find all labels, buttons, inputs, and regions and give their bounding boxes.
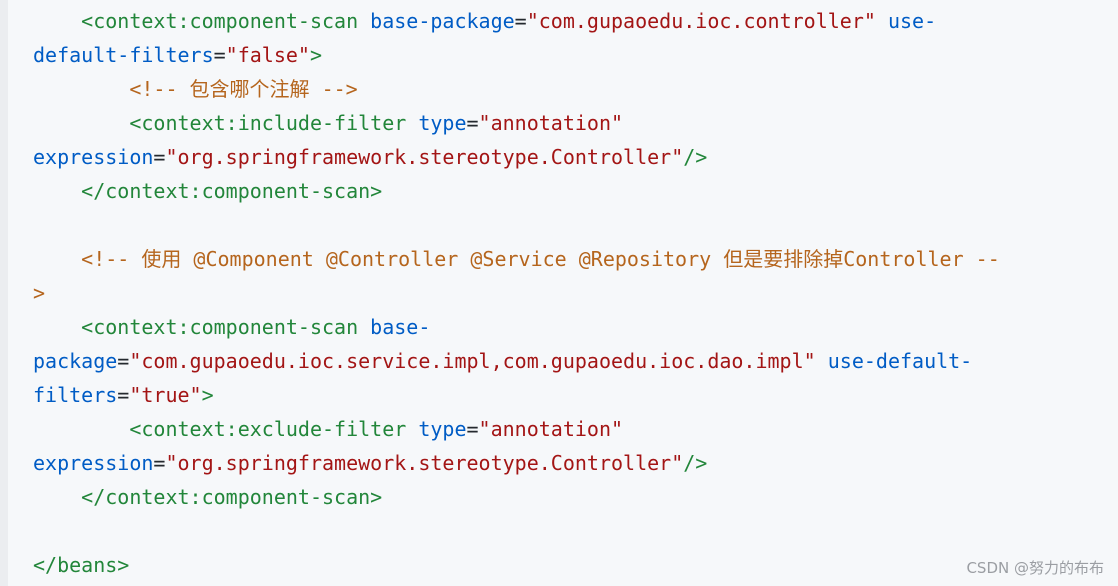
code-line: package="com.gupaoedu.ioc.service.impl,c… [33, 344, 1118, 378]
code-token [876, 9, 888, 33]
code-token [33, 315, 81, 339]
code-token [816, 349, 828, 373]
code-token: <context:component-scan [81, 9, 359, 33]
code-token: package [33, 349, 118, 373]
code-token: </context:component-scan> [81, 179, 383, 203]
code-token: type [418, 417, 467, 441]
code-token: default-filters [33, 43, 214, 67]
code-token: "annotation" [478, 417, 624, 441]
code-token [33, 111, 129, 135]
code-token: filters [33, 383, 118, 407]
code-token: <context:component-scan [81, 315, 359, 339]
code-token: <context:exclude-filter [129, 417, 407, 441]
code-token: use-default- [827, 349, 973, 373]
code-token: type [418, 111, 467, 135]
code-token: <!-- 使用 @Component @Controller @Service … [81, 247, 1000, 271]
code-line: </beans> [33, 548, 1118, 582]
code-token: = [213, 43, 226, 67]
code-line: <context:include-filter type="annotation… [33, 106, 1118, 140]
code-token: <!-- 包含哪个注解 --> [129, 77, 358, 101]
code-token: "com.gupaoedu.ioc.controller" [526, 9, 876, 33]
code-token [406, 111, 418, 135]
code-line: expression="org.springframework.stereoty… [33, 446, 1118, 480]
code-token: </beans> [33, 553, 130, 577]
code-token [33, 247, 81, 271]
code-token [33, 485, 81, 509]
code-line: <!-- 包含哪个注解 --> [33, 72, 1118, 106]
code-line: </context:component-scan> [33, 174, 1118, 208]
code-token: = [514, 9, 527, 33]
code-token: > [201, 383, 214, 407]
code-token: = [466, 111, 479, 135]
code-token: = [153, 145, 166, 169]
code-line: default-filters="false"> [33, 38, 1118, 72]
code-token: /> [683, 451, 708, 475]
code-token: "false" [225, 43, 310, 67]
code-line: filters="true"> [33, 378, 1118, 412]
code-token [358, 9, 370, 33]
code-token: = [153, 451, 166, 475]
code-line: <context:exclude-filter type="annotation… [33, 412, 1118, 446]
code-token: "annotation" [478, 111, 624, 135]
code-token: = [117, 349, 130, 373]
code-token: <context:include-filter [129, 111, 407, 135]
xml-code: <context:component-scan base-package="co… [8, 0, 1118, 582]
csdn-watermark: CSDN @努力的布布 [966, 559, 1104, 577]
code-token [33, 9, 81, 33]
code-token [33, 77, 129, 101]
code-token: /> [683, 145, 708, 169]
code-token [406, 417, 418, 441]
code-token: use- [887, 9, 937, 33]
code-token [358, 315, 370, 339]
code-line: > [33, 276, 1118, 310]
code-line [33, 208, 1118, 242]
code-line: expression="org.springframework.stereoty… [33, 140, 1118, 174]
code-token: "com.gupaoedu.ioc.service.impl,com.gupao… [129, 349, 816, 373]
code-line: <context:component-scan base-package="co… [33, 4, 1118, 38]
code-token: = [466, 417, 479, 441]
code-token: base- [370, 315, 431, 339]
code-token: > [309, 43, 323, 67]
code-token: "org.springframework.stereotype.Controll… [165, 451, 684, 475]
code-token [33, 417, 129, 441]
code-token [33, 179, 81, 203]
code-line: <!-- 使用 @Component @Controller @Service … [33, 242, 1118, 276]
code-line [33, 514, 1118, 548]
code-token: expression [33, 145, 154, 169]
code-token: > [33, 281, 46, 305]
code-token: base-package [370, 9, 515, 33]
code-line: <context:component-scan base- [33, 310, 1118, 344]
code-token: = [117, 383, 130, 407]
code-token: expression [33, 451, 154, 475]
code-token: "true" [129, 383, 202, 407]
code-token: "org.springframework.stereotype.Controll… [165, 145, 684, 169]
code-token: </context:component-scan> [81, 485, 383, 509]
code-line: </context:component-scan> [33, 480, 1118, 514]
